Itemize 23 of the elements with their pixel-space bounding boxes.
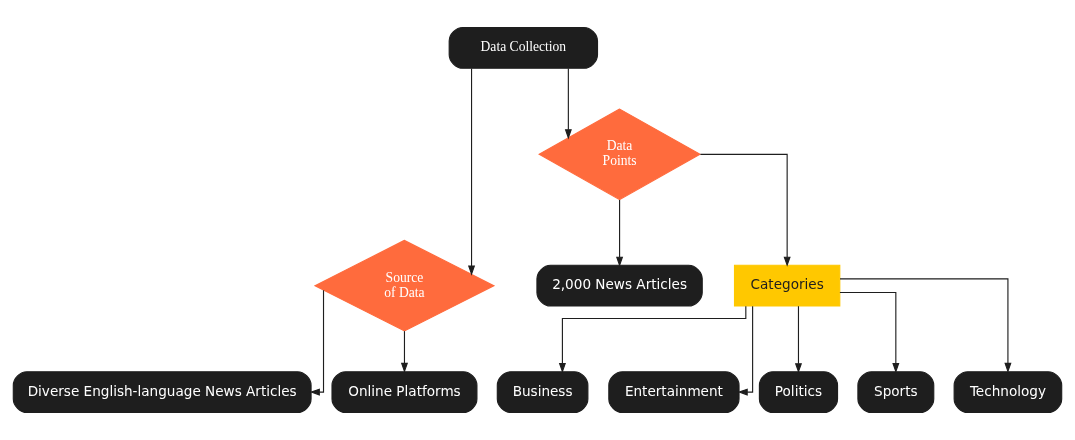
node-box: Business <box>496 371 589 414</box>
arrow <box>794 305 803 374</box>
node-box: Technology <box>953 371 1063 414</box>
node-box: Diverse English-language News Articles <box>12 371 312 414</box>
arrow <box>737 305 754 396</box>
arrow <box>616 199 624 267</box>
arrow <box>309 289 325 396</box>
node-box: Data Collection <box>448 26 599 69</box>
node-box: Entertainment <box>608 371 740 414</box>
node-box: Politics <box>758 371 839 414</box>
node-box: 2,000 News Articles <box>536 264 703 307</box>
arrow <box>400 330 409 374</box>
node-diamond: Data Points <box>538 108 702 201</box>
arrow <box>564 67 572 140</box>
arrow <box>468 68 476 276</box>
arrow <box>699 153 791 267</box>
arrow <box>558 305 747 374</box>
arrow <box>839 278 1012 374</box>
node-box: Online Platforms <box>331 371 478 414</box>
node-box: Sports <box>857 371 935 414</box>
node-diamond: Source of Data <box>313 239 496 332</box>
node-box: Categories <box>733 264 841 307</box>
arrow <box>839 291 900 374</box>
